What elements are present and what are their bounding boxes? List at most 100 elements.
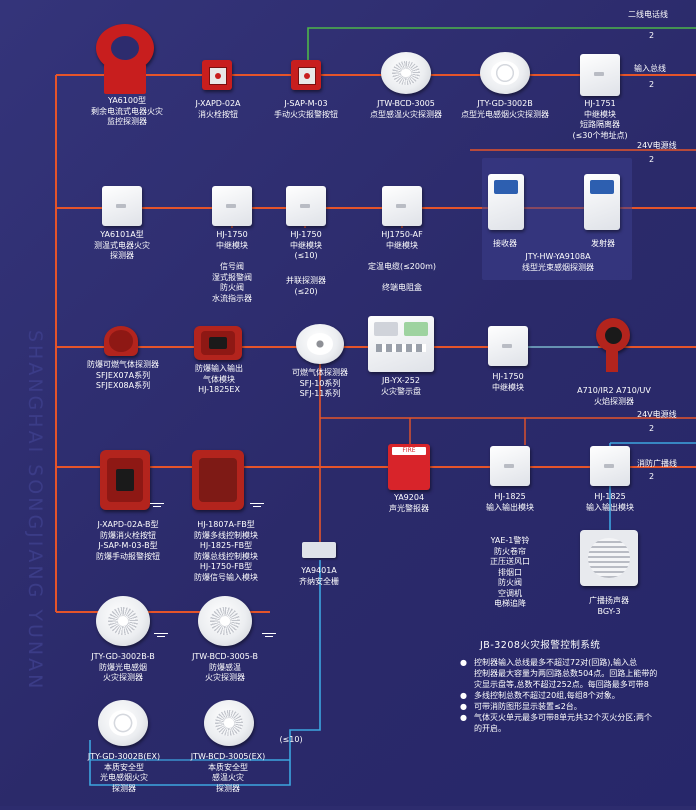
ya6101a-device — [102, 186, 142, 226]
ex-io-name2: 气体模块 — [203, 374, 235, 384]
jty-gd-3002b-b-model: JTY-GD-3002B-B — [91, 652, 155, 661]
ex-buttons-line1: J-XAPD-02A-B型 — [97, 520, 159, 529]
hj-1750-c-label: HJ-1750 中继模块 — [476, 372, 540, 393]
jty-gd-3002b-b-label: JTY-GD-3002B-B 防爆光电感烟 火灾探测器 — [76, 652, 170, 684]
hj-1825-a-item: 防火阀 — [498, 578, 522, 587]
ya6100-model: YA6100型 — [107, 96, 147, 105]
hj-1750-af-name: 中继模块 — [386, 240, 418, 250]
ex-gas-series2: SFJEX08A系列 — [95, 381, 151, 390]
jtw-bcd-3005-b-device — [198, 596, 252, 646]
ex-io-device — [194, 326, 242, 360]
input-bus-count: 2 — [649, 80, 655, 89]
ground-icon — [150, 500, 164, 510]
power-24v-top-count: 2 — [649, 155, 655, 164]
ex-gas-series1: SFJEX07A系列 — [95, 370, 151, 380]
hj-1750-b-limit: (≤10) — [294, 251, 318, 260]
hj-1750-af-notes: 定温电缆(≤200m) 终端电阻盒 — [360, 262, 444, 293]
ya6101a-label: YA6101A型 测温式电器火灾 探测器 — [86, 230, 158, 262]
ya6100-name1: 剩余电流式电器火灾 — [91, 106, 163, 116]
hj-1751-name1: 中继模块 — [584, 109, 616, 119]
hj-1750-c-name: 中继模块 — [492, 382, 524, 392]
hj-1750-b-note1: 并联探测器 — [286, 276, 326, 285]
broadcast-label: 消防广播线 — [637, 459, 677, 468]
jty-gd-3002b-ex-name3: 探测器 — [112, 783, 136, 793]
ya9401a-device — [302, 542, 336, 558]
jtw-bcd-3005-b-name2: 火灾探测器 — [205, 673, 245, 682]
jb-yx-252-label: JB-YX-252 火灾警示盘 — [368, 376, 434, 397]
hj-1750-a-item: 信号阀 — [220, 262, 244, 271]
jtw-bcd-3005-ex-label: JTW-BCD-3005(EX) 本质安全型 感温火灾 探测器 — [180, 752, 276, 794]
hj-1750-af-model: HJ1750-AF — [381, 230, 423, 239]
beam-receiver-label: 接收器 — [493, 239, 517, 248]
hj-1750-a-label: HJ-1750 中继模块 — [200, 230, 264, 251]
jtw-bcd-3005-ex-name1: 本质安全型 — [208, 762, 248, 772]
jty-gd-3002b-label: JTY-GD-3002B 点型光电感烟火灾探测器 — [456, 99, 554, 120]
ex-buttons-line4: 防爆手动报警按钮 — [96, 551, 160, 561]
jtw-bcd-3005-ex-model: JTW-BCD-3005(EX) — [190, 752, 266, 761]
gas-detector-name: 可燃气体探测器 — [292, 368, 348, 377]
ex-io-name1: 防爆输入输出 — [195, 364, 243, 373]
j-sap-m-03-device — [291, 60, 321, 90]
flame-detector-device — [596, 318, 630, 352]
hj-1750-af-label: HJ1750-AF 中继模块 — [368, 230, 436, 251]
beam-name: 线型光束感烟探测器 — [522, 262, 594, 272]
ex-buttons-line3: J-SAP-M-03-B型 — [98, 541, 158, 550]
ground-icon — [250, 500, 264, 510]
j-xapd-02a-label: J-XAPD-02A 消火栓按钮 — [188, 99, 248, 120]
ex-buttons-label: J-XAPD-02A-B型 防爆消火栓按钮 J-SAP-M-03-B型 防爆手动… — [82, 520, 174, 562]
hj-1750-c-device — [488, 326, 528, 366]
hj-1825-a-item: 电梯追降 — [494, 599, 526, 608]
jty-gd-3002b-ex-label: JTY-GD-3002B(EX) 本质安全型 光电感烟火灾 探测器 — [76, 752, 172, 794]
jty-gd-3002b-name: 点型光电感烟火灾探测器 — [461, 109, 549, 119]
hj-1750-b-device — [286, 186, 326, 226]
ex-buttons-line2: 防爆消火栓按钮 — [100, 530, 156, 540]
hj-1750-b-note2: (≤20) — [294, 286, 318, 296]
ground-icon — [262, 630, 276, 640]
speaker-model: BGY-3 — [597, 606, 621, 616]
hj-1750-a-item: 防火阀 — [220, 283, 244, 292]
hj-1825-a-model: HJ-1825 — [494, 492, 526, 501]
notes-title: JB-3208火灾报警控制系统 — [480, 640, 601, 651]
jtw-bcd-3005-b-label: JTW-BCD-3005-B 防爆感温 火灾探测器 — [178, 652, 272, 684]
j-sap-m-03-model: J-SAP-M-03 — [284, 99, 328, 108]
jty-gd-3002b-b-name2: 火灾探测器 — [103, 673, 143, 682]
phone-line-label: 二线电话线 — [628, 10, 668, 19]
hj-1750-a-model: HJ-1750 — [216, 230, 248, 239]
hj-1751-name2: 短路隔离器 — [580, 120, 620, 129]
ground-icon — [154, 630, 168, 640]
ya9204-name: 声光警报器 — [389, 503, 429, 513]
power-24v-top-label: 24V电源线 — [637, 141, 677, 150]
phone-line-count: 2 — [649, 31, 655, 40]
beam-transmitter-device — [584, 174, 620, 230]
ex-modules-line5: HJ-1750-FB型 — [199, 562, 253, 571]
hj-1750-af-note1: 定温电缆(≤200m) — [367, 262, 436, 271]
jtw-bcd-3005-b-model: JTW-BCD-3005-B — [192, 652, 258, 661]
jty-gd-3002b-ex-name2: 光电感烟火灾 — [100, 773, 148, 782]
ex-modules-line6: 防爆信号输入模块 — [194, 572, 258, 582]
j-xapd-02a-name: 消火栓按钮 — [198, 109, 238, 119]
flame-detector-stand — [606, 350, 618, 372]
gas-detector-device — [296, 324, 344, 364]
ex-gas-device — [104, 326, 138, 356]
hj-1751-device — [580, 54, 620, 96]
notes-line: 的开启。 — [474, 724, 506, 733]
hj-1825-a-item: 正压送风口 — [490, 557, 530, 566]
j-xapd-02a-model: J-XAPD-02A — [195, 99, 241, 108]
jty-gd-3002b-ex-device — [98, 700, 148, 746]
is-loop-limit: (≤10) — [279, 735, 303, 744]
hj-1825-b-model: HJ-1825 — [594, 492, 626, 501]
power-24v-mid-count: 2 — [649, 424, 655, 433]
gas-detector-label: 可燃气体探测器 SFJ-10系列 SFJ-11系列 — [276, 368, 364, 400]
ex-module-device — [192, 450, 244, 510]
ya6100-name2: 监控探测器 — [107, 117, 147, 126]
gas-detector-series1: SFJ-10系列 — [299, 378, 341, 388]
jtw-bcd-3005-model: JTW-BCD-3005 — [377, 99, 435, 108]
flame-detector-model: A710/IR2 A710/UV — [577, 386, 651, 395]
hj-1751-name3: (≤30个地址点) — [572, 130, 628, 140]
hj-1751-model: HJ-1751 — [584, 99, 616, 108]
jb-yx-252-model: JB-YX-252 — [382, 376, 420, 385]
ya6100-device — [96, 24, 154, 96]
jtw-bcd-3005-ex-name2: 感温火灾 — [212, 773, 244, 782]
j-sap-m-03-label: J-SAP-M-03 手动火灾报警按钮 — [270, 99, 342, 120]
